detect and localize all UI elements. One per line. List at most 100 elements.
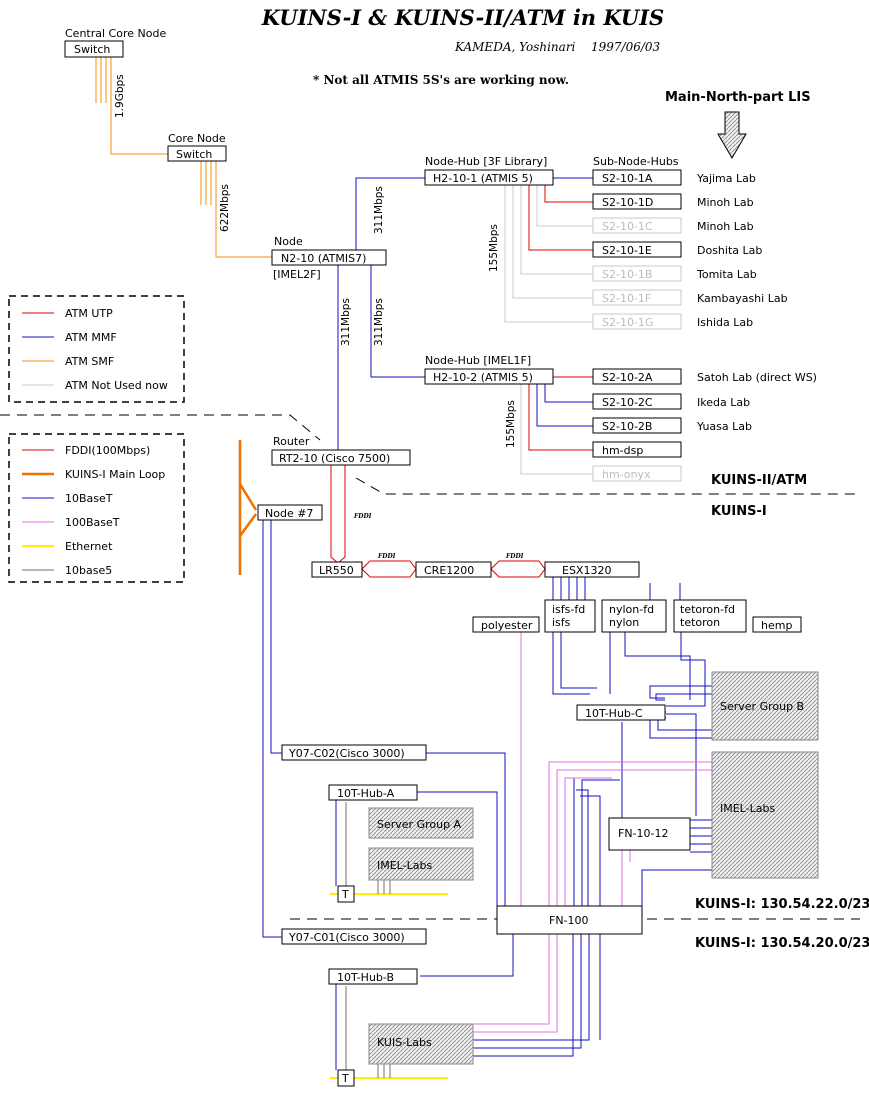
node-7-label: Node #7 [265, 507, 313, 520]
central-core-switch[interactable]: Switch [64, 40, 124, 58]
subhub-label: S2-10-1E [602, 244, 652, 257]
subhubs-label: Sub-Node-Hubs [593, 155, 679, 168]
server-group-b[interactable]: Server Group B [711, 671, 819, 741]
router-rt2-10[interactable]: RT2-10 (Cisco 7500) [271, 449, 411, 466]
host-hm-dsp[interactable]: hm-dsp [592, 441, 682, 458]
kuins2-label: KUINS-II/ATM [711, 473, 807, 488]
transceiver-t-a[interactable]: T [337, 885, 355, 903]
host-hm-onyx[interactable]: hm-onyx [592, 465, 682, 482]
fddi-label: FDDI [377, 553, 396, 560]
imel-labs-right[interactable]: IMEL-Labs [711, 751, 819, 879]
legend-item: KUINS-I Main Loop [65, 468, 165, 481]
router-label: Router [273, 435, 310, 448]
imel-labs-right-label: IMEL-Labs [720, 802, 775, 815]
server-group-a[interactable]: Server Group A [368, 807, 474, 839]
lab-name: Ikeda Lab [697, 396, 750, 409]
esx1320[interactable]: ESX1320 [544, 561, 640, 578]
host-hemp[interactable]: hemp [752, 616, 802, 633]
host-polyester-label: polyester [481, 619, 533, 632]
subhub-s2-10-2a[interactable]: S2-10-2A [592, 368, 682, 385]
fn-10-12[interactable]: FN-10-12 [608, 817, 691, 851]
imel-labs-left-label: IMEL-Labs [377, 859, 432, 872]
hub-10t-c-label: 10T-Hub-C [585, 707, 643, 720]
node-n2-10-label: N2-10 (ATMIS7) [281, 252, 366, 265]
imel-labs-left[interactable]: IMEL-Labs [368, 847, 474, 881]
host-nylon-line1: nylon-fd [609, 603, 654, 616]
speed-311mbps-hub2: 311Mbps [373, 298, 385, 346]
author: KAMEDA, Yoshinari [454, 40, 576, 54]
subhub-s2-10-1g[interactable]: S2-10-1G [592, 313, 682, 330]
speed-1-9gbps: 1.9Gbps [114, 74, 126, 118]
host-isfs-line2: isfs [552, 616, 571, 629]
legend-atm: ATM UTP ATM MMF ATM SMF ATM Not Used now [8, 295, 185, 403]
net-22-label: KUINS-I: 130.54.22.0/23 [695, 897, 869, 912]
host-isfs[interactable]: isfs-fd isfs [544, 599, 596, 633]
subhub-label: S2-10-1B [602, 268, 652, 281]
subhub-label: S2-10-1C [602, 220, 653, 233]
subhub-s2-10-2b[interactable]: S2-10-2B [592, 417, 682, 434]
lab-name: Kambayashi Lab [697, 292, 788, 305]
lab-name: Satoh Lab (direct WS) [697, 371, 817, 384]
router-y07-c01[interactable]: Y07-C01(Cisco 3000) [281, 928, 427, 945]
hub-h2-10-2-label: H2-10-2 (ATMIS 5) [433, 371, 533, 384]
legend-item: ATM UTP [65, 307, 113, 320]
down-arrow-icon [717, 111, 747, 159]
fn-100[interactable]: FN-100 [496, 905, 643, 935]
router-rt2-10-label: RT2-10 (Cisco 7500) [279, 452, 390, 465]
hub2-label: Node-Hub [IMEL1F] [425, 354, 531, 367]
host-nylon[interactable]: nylon-fd nylon [601, 599, 667, 633]
server-group-b-label: Server Group B [720, 700, 804, 713]
legend-item: FDDI(100Mbps) [65, 444, 150, 457]
legend-item: ATM SMF [65, 355, 114, 368]
hub-h2-10-2[interactable]: H2-10-2 (ATMIS 5) [424, 368, 554, 385]
main-north-label: Main-North-part LIS [665, 90, 811, 105]
hub-10t-b[interactable]: 10T-Hub-B [328, 968, 418, 985]
main-loop [238, 440, 258, 575]
subhub-s2-10-1a[interactable]: S2-10-1A [592, 169, 682, 186]
lab-name: Ishida Lab [697, 316, 753, 329]
core-node-switch[interactable]: Switch [167, 145, 227, 162]
lr550[interactable]: LR550 [311, 561, 363, 578]
lab-name: Minoh Lab [697, 196, 754, 209]
subhub-s2-10-1b[interactable]: S2-10-1B [592, 265, 682, 282]
hub-h2-10-1-label: H2-10-1 (ATMIS 5) [433, 172, 533, 185]
transceiver-t-b[interactable]: T [337, 1069, 355, 1087]
boundary-lines [0, 414, 860, 920]
speed-155mbps-hub2: 155Mbps [505, 400, 517, 448]
subhub-label: S2-10-1F [602, 292, 651, 305]
hub-10t-c[interactable]: 10T-Hub-C [576, 704, 666, 721]
cre1200[interactable]: CRE1200 [415, 561, 492, 578]
note: * Not all ATMIS 5S's are working now. [313, 73, 569, 87]
hub-h2-10-1[interactable]: H2-10-1 (ATMIS 5) [424, 169, 554, 186]
subhub-s2-10-1f[interactable]: S2-10-1F [592, 289, 682, 306]
speed-311mbps-hub1: 311Mbps [373, 186, 385, 234]
node-7[interactable]: Node #7 [257, 504, 323, 521]
host-label: hm-onyx [602, 468, 651, 481]
subhub-s2-10-2c[interactable]: S2-10-2C [592, 393, 682, 410]
fn-100-label: FN-100 [549, 914, 589, 927]
legend-item: ATM MMF [65, 331, 117, 344]
host-hemp-label: hemp [761, 619, 792, 632]
hub-10t-a[interactable]: 10T-Hub-A [328, 784, 418, 801]
subhub-label: S2-10-1G [602, 316, 653, 329]
central-core-switch-label: Switch [74, 43, 110, 56]
node-location: [IMEL2F] [273, 268, 321, 281]
100baset-links [470, 632, 712, 1033]
host-polyester[interactable]: polyester [472, 616, 540, 633]
node-n2-10[interactable]: N2-10 (ATMIS7) [271, 249, 387, 266]
net-20-label: KUINS-I: 130.54.20.0/23 [695, 936, 869, 951]
legend-item: 100BaseT [65, 516, 120, 529]
subhub-s2-10-1e[interactable]: S2-10-1E [592, 241, 682, 258]
subhub-s2-10-1d[interactable]: S2-10-1D [592, 193, 682, 210]
atm-links [337, 177, 593, 475]
subhub-label: S2-10-2B [602, 420, 652, 433]
smf-links [95, 57, 272, 258]
kuis-labs[interactable]: KUIS-Labs [368, 1023, 474, 1065]
router-y07-c02[interactable]: Y07-C02(Cisco 3000) [281, 744, 427, 761]
esx1320-label: ESX1320 [562, 564, 611, 577]
host-tetoron[interactable]: tetoron-fd tetoron [673, 599, 747, 633]
subhub-s2-10-1c[interactable]: S2-10-1C [592, 217, 682, 234]
legend-item: 10BaseT [65, 492, 113, 505]
legend-kuins1: FDDI(100Mbps) KUINS-I Main Loop 10BaseT … [8, 433, 185, 583]
core-node-switch-label: Switch [176, 148, 212, 161]
